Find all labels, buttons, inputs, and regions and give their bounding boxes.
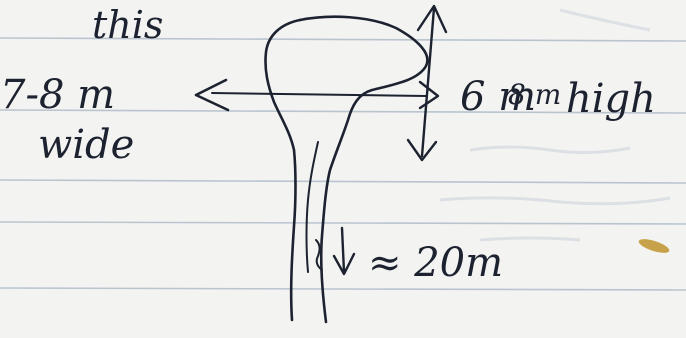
- label-top-word: this: [92, 3, 163, 47]
- ruled-line: [0, 37, 686, 42]
- label-width-value: 7-8 m: [0, 72, 115, 118]
- depth-arrow: [315, 226, 356, 276]
- ruled-line: [0, 287, 686, 291]
- ruled-line: [0, 179, 686, 184]
- height-arrow: [406, 4, 448, 162]
- width-arrow: [194, 78, 440, 112]
- cave-outline: [298, 15, 429, 324]
- show-through-smudges: [439, 8, 671, 242]
- cave-inner-wall: [305, 141, 319, 273]
- cave-outline-left: [264, 18, 302, 322]
- label-height-value: 6 m: [460, 74, 536, 120]
- ruled-line: [0, 221, 686, 225]
- label-width-word: wide: [38, 122, 134, 168]
- label-height-word: high: [566, 76, 656, 122]
- label-depth-value: ≈ 20m: [368, 240, 503, 286]
- ruled-lines: [0, 37, 686, 291]
- ruled-line: [0, 109, 686, 114]
- margin-stain: [638, 239, 670, 253]
- label-height-overwrite: 8 m: [508, 78, 561, 111]
